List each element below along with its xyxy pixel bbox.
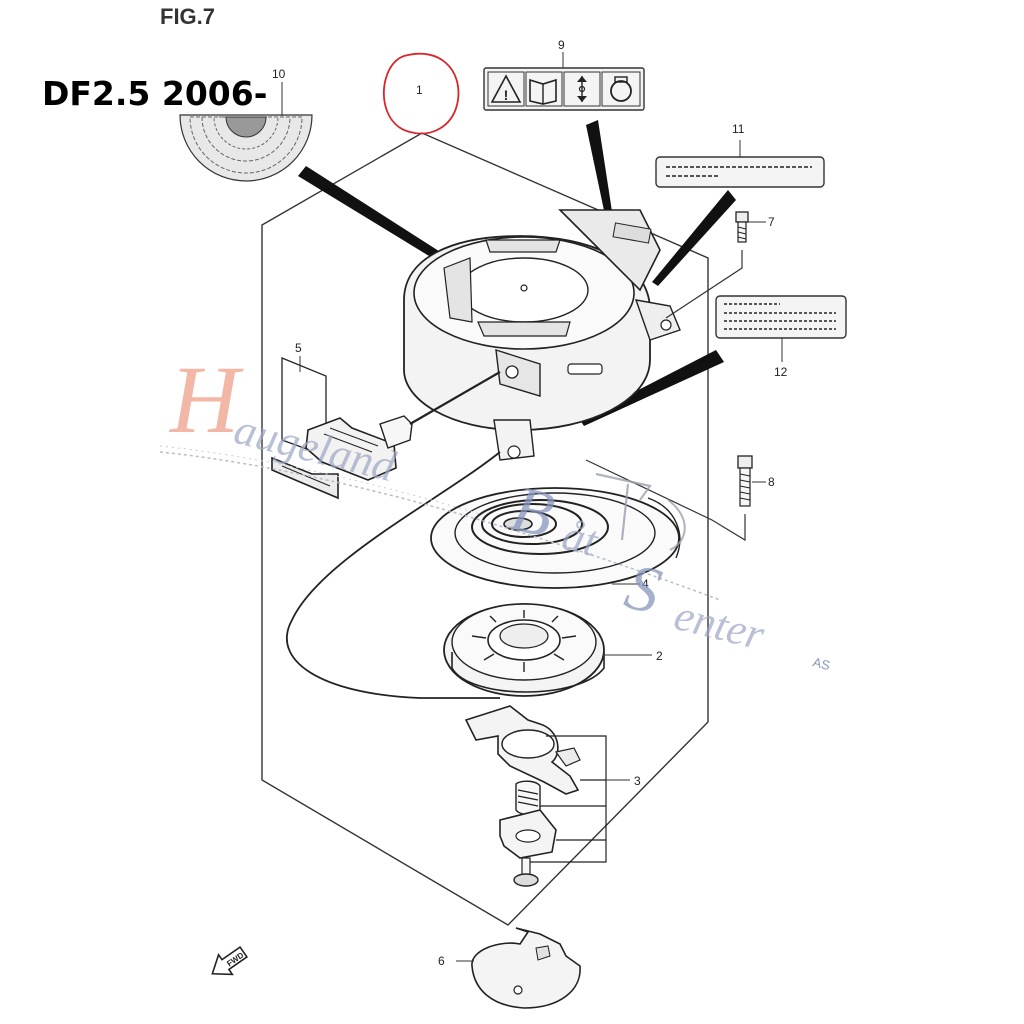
callout-8: 8 (768, 475, 775, 489)
recoil-spring-part-4 (430, 487, 681, 589)
handle-part-5 (271, 357, 501, 500)
callout-10: 10 (272, 67, 286, 81)
decal-part-10 (179, 114, 313, 182)
callout-3: 3 (634, 774, 641, 788)
starter-case-part-1 (403, 209, 681, 461)
starter-rope (286, 451, 501, 699)
watermark-word-3: enter (670, 590, 770, 660)
callout-9: 9 (558, 38, 565, 52)
pointer-wedge-10 (298, 166, 456, 270)
bolt-part-7 (735, 211, 749, 243)
decal-part-11 (655, 156, 825, 188)
callout-5: 5 (295, 341, 302, 355)
figure-title: FIG.7 (160, 4, 216, 29)
callout-11: 11 (732, 122, 745, 136)
decal-part-9: ! (483, 67, 645, 111)
plate-part-6 (471, 927, 581, 1009)
pointer-wedge-9 (586, 120, 613, 220)
callout-6: 6 (438, 954, 445, 968)
watermark-suffix: AS (811, 654, 832, 673)
bolt-7-dashed-path (665, 250, 743, 319)
bolt-part-8 (737, 455, 753, 507)
callout-7: 7 (768, 215, 775, 229)
callout-1: 1 (416, 83, 423, 97)
callout-2: 2 (656, 649, 663, 663)
svg-text:!: ! (504, 87, 509, 103)
decal-part-12 (715, 295, 847, 339)
bolt-8-path (585, 459, 746, 542)
watermark-h: H (168, 346, 244, 453)
callout-12: 12 (774, 365, 788, 379)
pointer-wedge-11 (652, 190, 736, 286)
fwd-arrow-icon: FWD (211, 945, 249, 976)
ratchet-assembly-part-3 (464, 705, 607, 887)
highlight-circle (382, 52, 460, 135)
model-label: DF2.5 2006- (42, 74, 268, 113)
callout-4: 4 (642, 577, 649, 591)
reel-part-2 (443, 603, 605, 697)
